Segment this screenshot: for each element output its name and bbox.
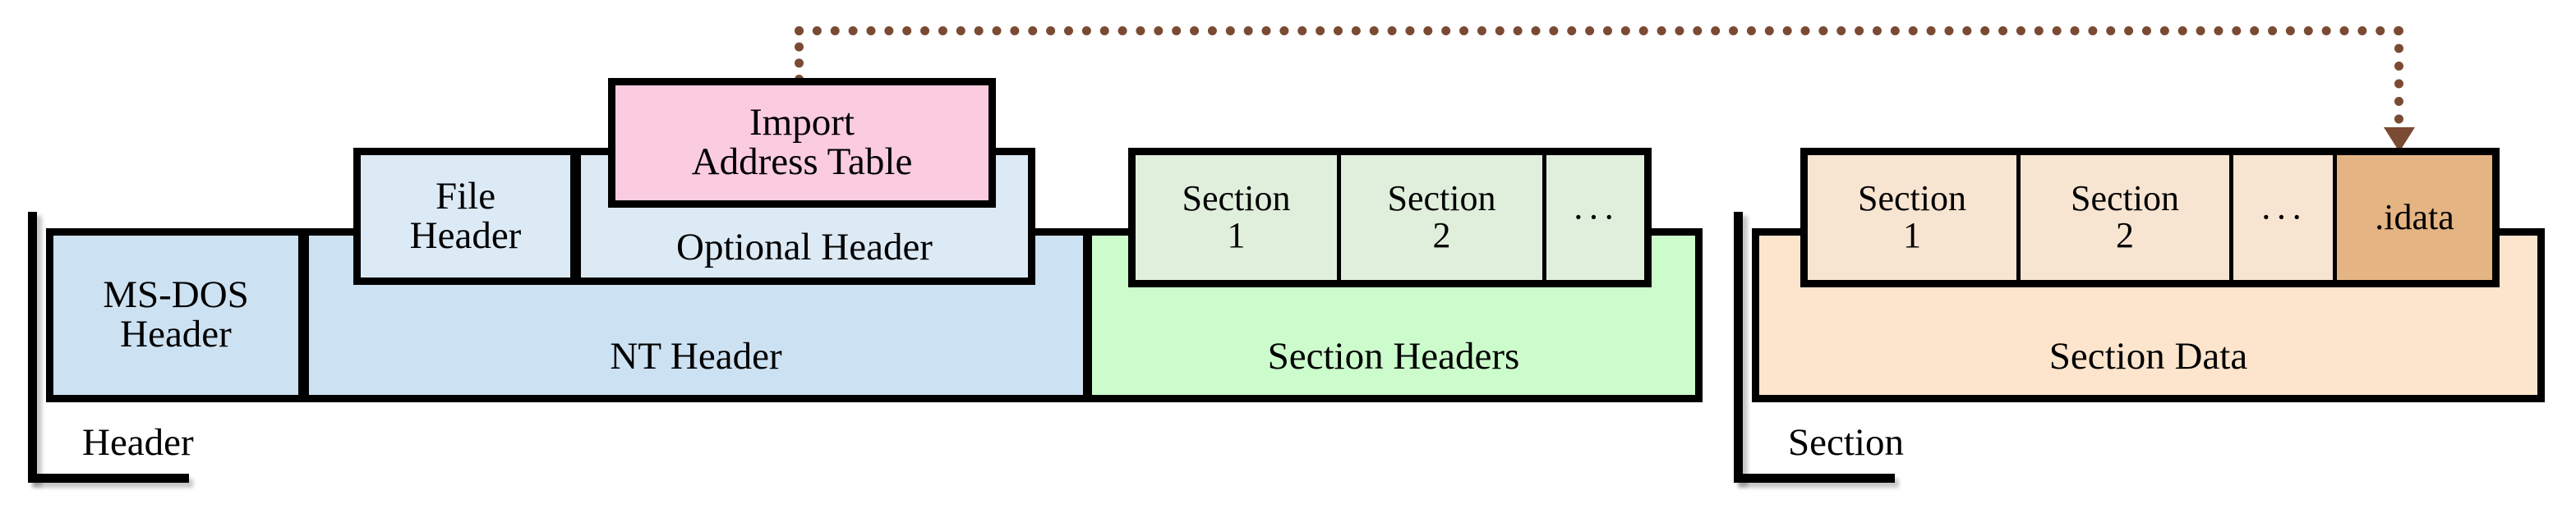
section-data-item-2[interactable]: Section 2	[2021, 155, 2233, 280]
section-bracket-vertical	[1734, 212, 1743, 483]
header-bracket-horizontal	[28, 474, 189, 483]
import-address-table-line2: Address Table	[691, 140, 913, 183]
section-data-item-ellipsis[interactable]: ···	[2233, 155, 2337, 280]
section-header-item-2-labels: Section 2	[1387, 178, 1496, 255]
connector-segment-across	[795, 26, 2403, 35]
file-header-block[interactable]: File Header	[353, 148, 578, 285]
section-data-item-2-labels: Section 2	[2071, 178, 2179, 255]
section-header-item-2[interactable]: Section 2	[1341, 155, 1546, 280]
section-header-item-1-labels: Section 1	[1182, 178, 1291, 255]
section-data-item-1-line1: Section	[1858, 178, 1966, 219]
file-header-label-group: File Header	[410, 177, 522, 256]
msdos-header-line1: MS-DOS	[103, 273, 249, 317]
section-data-item-idata[interactable]: .idata	[2337, 155, 2492, 280]
file-header-line1: File	[435, 174, 496, 218]
section-data-item-idata-label: .idata	[2375, 196, 2454, 237]
section-data-label: Section Data	[2048, 335, 2248, 378]
section-data-item-2-line1: Section	[2071, 178, 2179, 219]
section-data-item-ellipsis-label: ···	[2260, 196, 2306, 237]
section-data-item-row: Section 1 Section 2 ··· .idata	[1800, 148, 2500, 287]
section-data-item-1-labels: Section 1	[1858, 178, 1966, 255]
section-header-item-2-line1: Section	[1387, 178, 1496, 219]
section-header-item-ellipsis[interactable]: ···	[1546, 155, 1644, 280]
header-bracket-vertical	[28, 212, 37, 483]
import-address-table-label-group: Import Address Table	[692, 103, 913, 182]
connector-segment-down	[2394, 26, 2403, 141]
connector-segment-up	[795, 26, 804, 84]
optional-header-label: Optional Header	[676, 226, 933, 269]
section-header-item-1-line2: 1	[1227, 215, 1246, 255]
msdos-header-block[interactable]: MS-DOS Header	[46, 228, 306, 402]
section-bracket	[1734, 212, 1895, 483]
file-header-line2: Header	[409, 213, 522, 257]
import-address-table-line1: Import	[749, 101, 855, 144]
header-bracket	[28, 212, 189, 483]
section-headers-label: Section Headers	[1267, 335, 1520, 378]
section-data-item-1[interactable]: Section 1	[1808, 155, 2021, 280]
msdos-header-label-group: MS-DOS Header	[103, 273, 249, 355]
section-header-item-ellipsis-label: ···	[1572, 196, 1619, 237]
section-header-item-1-line1: Section	[1182, 178, 1291, 219]
section-data-item-2-line2: 2	[2115, 215, 2134, 255]
section-data-item-1-line2: 1	[1902, 215, 1921, 255]
section-headers-item-row: Section 1 Section 2 ···	[1128, 148, 1652, 287]
import-address-table-block[interactable]: Import Address Table	[608, 78, 996, 208]
msdos-header-line2: Header	[120, 313, 232, 355]
section-header-item-2-line2: 2	[1432, 215, 1451, 255]
section-header-item-1[interactable]: Section 1	[1136, 155, 1341, 280]
section-bracket-horizontal	[1734, 474, 1895, 483]
nt-header-label: NT Header	[610, 335, 782, 378]
